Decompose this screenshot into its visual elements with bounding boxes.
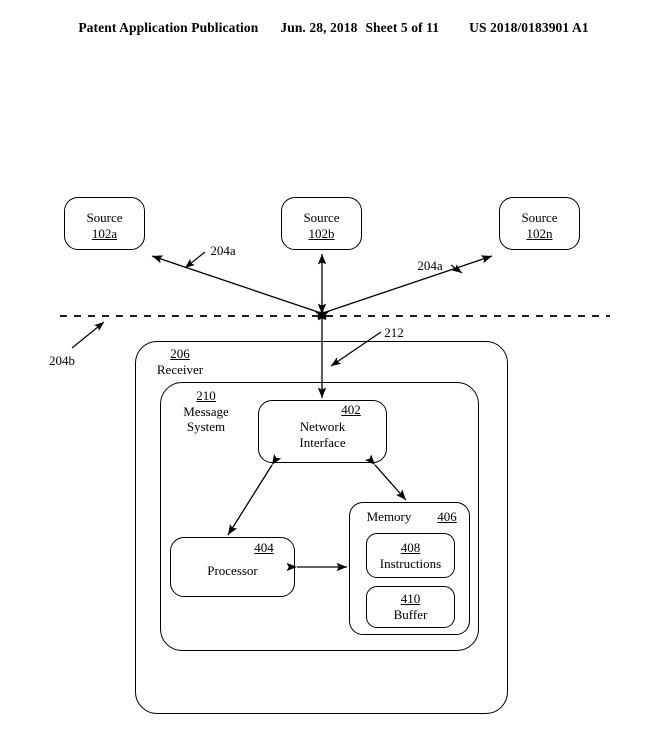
link-label-212: 212: [384, 325, 404, 340]
link-102a-to-node: [151, 255, 330, 320]
link-102n-to-node: [314, 255, 493, 320]
network-interface-name-line1: Network: [299, 419, 346, 434]
source-box-102a: [64, 197, 145, 250]
buffer-name: Buffer: [393, 607, 428, 622]
network-interface-box: [258, 400, 387, 463]
header-sheet: Sheet 5 of 11: [365, 20, 440, 35]
instructions-name: Instructions: [379, 556, 442, 571]
source-102b-ref: 102b: [308, 226, 335, 241]
message-system-name-line2: System: [186, 419, 226, 434]
instructions-ref: 408: [400, 540, 421, 555]
buffer-box: [366, 586, 455, 628]
leader-204a-right: [450, 264, 463, 274]
network-interface-name-line2: Interface: [299, 435, 346, 450]
leader-204b: [71, 321, 105, 349]
link-label-204a-left: 204a: [210, 243, 236, 258]
instructions-box: [366, 533, 455, 578]
source-102b-name: Source: [303, 210, 340, 225]
header-patent-number: US 2018/0183901 A1: [469, 20, 589, 35]
header-date: Jun. 28, 2018: [280, 20, 358, 35]
message-system-name-line1: Message: [183, 404, 229, 419]
link-label-204a-right: 204a: [417, 258, 443, 273]
memory-box: [349, 502, 470, 635]
source-102n-ref: 102n: [526, 226, 553, 241]
receiver-ref: 206: [170, 346, 190, 361]
source-102a-ref: 102a: [91, 226, 118, 241]
leader-204a-left: [184, 251, 206, 269]
processor-ref: 404: [254, 540, 274, 555]
buffer-ref: 410: [400, 591, 421, 606]
source-box-102b: [281, 197, 362, 250]
header-publication: Patent Application Publication: [78, 20, 259, 35]
memory-ref: 406: [437, 509, 457, 524]
processor-name: Processor: [207, 563, 258, 578]
page-header: Patent Application Publication Jun. 28, 2…: [0, 20, 667, 36]
source-102n-name: Source: [521, 210, 558, 225]
message-system-ref: 210: [196, 388, 216, 403]
receiver-name: Receiver: [156, 362, 204, 377]
link-label-204b: 204b: [49, 353, 75, 368]
source-102a-name: Source: [86, 210, 123, 225]
network-interface-ref: 402: [341, 402, 361, 417]
memory-name: Memory: [366, 509, 412, 524]
source-box-102n: [499, 197, 580, 250]
